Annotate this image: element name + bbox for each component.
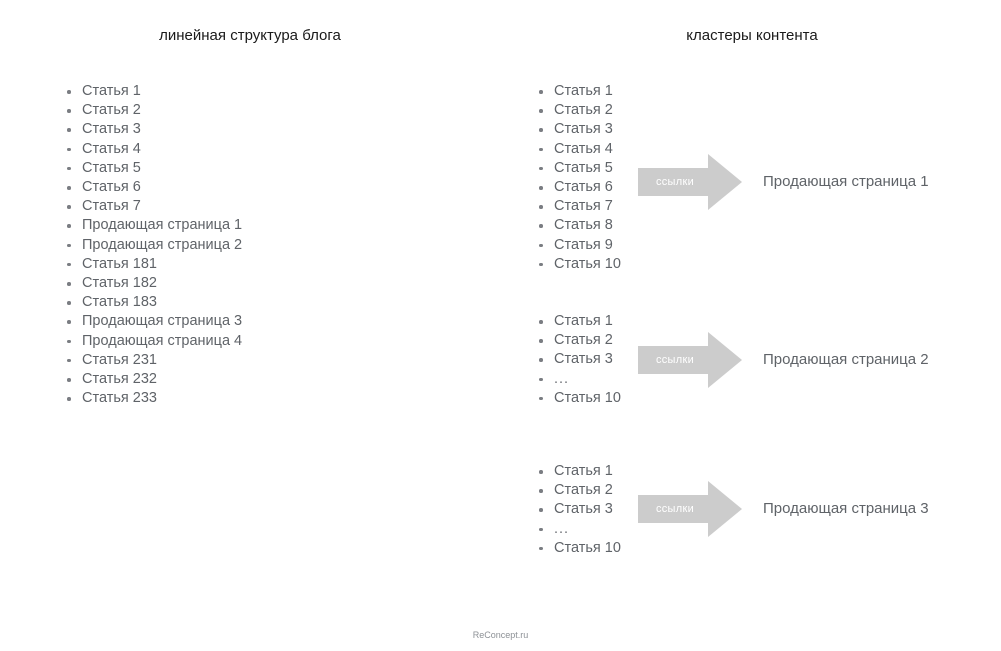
- linear-structure-item: Статья 6: [62, 178, 242, 197]
- sales-page-label-3: Продающая страница 3: [763, 500, 929, 517]
- cluster-2-item: Статья 10: [534, 389, 621, 408]
- right-column-header: кластеры контента: [686, 27, 818, 44]
- cluster-1-item: Статья 10: [534, 255, 621, 274]
- cluster-3-item: ...: [534, 520, 621, 539]
- linear-structure-item: Продающая страница 3: [62, 312, 242, 331]
- linear-structure-item: Статья 5: [62, 159, 242, 178]
- cluster-2-item: Статья 1: [534, 312, 621, 331]
- cluster-1-item: Статья 6: [534, 178, 621, 197]
- cluster-1-item: Статья 9: [534, 236, 621, 255]
- cluster-3-item: Статья 10: [534, 539, 621, 558]
- cluster-1-item: Статья 1: [534, 82, 621, 101]
- linear-structure-item: Продающая страница 1: [62, 216, 242, 235]
- cluster-3-item: Статья 2: [534, 481, 621, 500]
- cluster-2-item: Статья 3: [534, 350, 621, 369]
- linear-structure-item: Статья 1: [62, 82, 242, 101]
- cluster-2-item: Статья 2: [534, 331, 621, 350]
- linear-structure-item: Статья 4: [62, 140, 242, 159]
- cluster-1-item: Статья 4: [534, 140, 621, 159]
- cluster-1-item: Статья 2: [534, 101, 621, 120]
- links-arrow-3: ссылки: [638, 481, 742, 537]
- linear-structure-item: Статья 181: [62, 255, 242, 274]
- linear-structure-item: Статья 7: [62, 197, 242, 216]
- links-arrow-2: ссылки: [638, 332, 742, 388]
- footer-watermark: ReConcept.ru: [472, 630, 529, 640]
- linear-structure-item: Продающая страница 2: [62, 236, 242, 255]
- links-arrow-1: ссылки: [638, 154, 742, 210]
- cluster-1-item: Статья 5: [534, 159, 621, 178]
- sales-page-label-2: Продающая страница 2: [763, 351, 929, 368]
- cluster-1-item: Статья 3: [534, 120, 621, 139]
- cluster-3-item: Статья 3: [534, 500, 621, 519]
- cluster-2-item: ...: [534, 370, 621, 389]
- linear-structure-item: Статья 183: [62, 293, 242, 312]
- linear-structure-item: Продающая страница 4: [62, 332, 242, 351]
- cluster-1-item: Статья 7: [534, 197, 621, 216]
- linear-structure-item: Статья 182: [62, 274, 242, 293]
- linear-structure-item: Статья 233: [62, 389, 242, 408]
- linear-structure-item: Статья 231: [62, 351, 242, 370]
- linear-structure-item: Статья 2: [62, 101, 242, 120]
- sales-page-label-1: Продающая страница 1: [763, 173, 929, 190]
- linear-structure-item: Статья 3: [62, 120, 242, 139]
- linear-structure-item: Статья 232: [62, 370, 242, 389]
- cluster-3-item: Статья 1: [534, 462, 621, 481]
- left-column-header: линейная структура блога: [159, 27, 341, 44]
- cluster-1-item: Статья 8: [534, 216, 621, 235]
